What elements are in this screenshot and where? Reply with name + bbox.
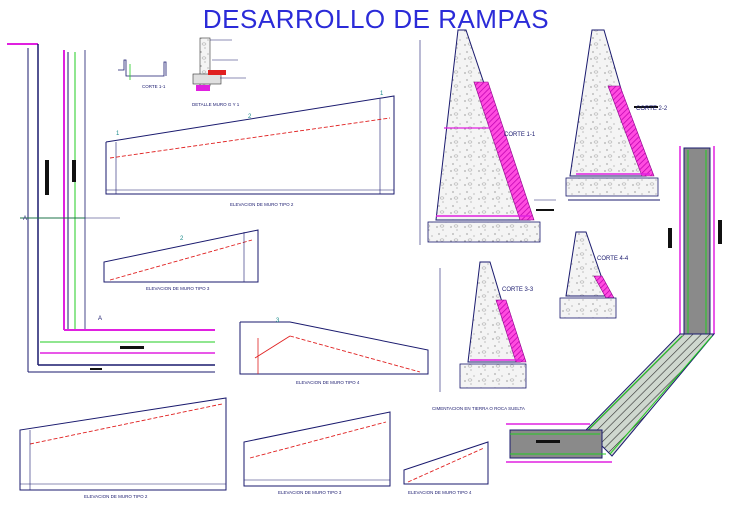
corte-4-4-section: CORTE 4-4 <box>559 231 629 319</box>
corte-1-1-section: CORTE 1-1 <box>419 29 556 245</box>
detail-label: DETALLE MURO G Y 1 <box>192 102 240 107</box>
elev-tipo-4-mid-label: ELEVACION DE MURO TIPO 4 <box>296 380 360 385</box>
elevation-tipo-3-bottom: ELEVACION DE MURO TIPO 3 <box>243 411 391 495</box>
elevation-tipo-2-bottom: ELEVACION DE MURO TIPO 2 <box>19 397 227 499</box>
cimentacion-label: CIMENTACION EN TIERRA O ROCA SUELTA <box>432 406 525 411</box>
svg-text:3: 3 <box>276 318 280 324</box>
svg-text:1: 1 <box>116 131 120 137</box>
elev-tipo-2-bottom-label: ELEVACION DE MURO TIPO 2 <box>84 494 148 499</box>
left-wall-plan: A A <box>7 43 215 373</box>
svg-text:1: 1 <box>380 91 384 97</box>
svg-text:2: 2 <box>248 114 252 120</box>
corte-4-4-label: CORTE 4-4 <box>597 256 629 262</box>
corte-3-3-label: CORTE 3-3 <box>502 287 534 293</box>
svg-text:A: A <box>98 316 102 322</box>
corte-1-1-label: CORTE 1-1 <box>504 132 536 138</box>
wall-detail: DETALLE MURO G Y 1 <box>192 37 246 107</box>
svg-text:A: A <box>23 216 27 222</box>
elev-tipo-4-bottom-label: ELEVACION DE MURO TIPO 4 <box>408 490 472 495</box>
elev-tipo-3-mid-label: ELEVACION DE MURO TIPO 3 <box>146 286 210 291</box>
small-corte-label: CORTE 1-1 <box>142 84 166 89</box>
elevation-tipo-2-top: 1 2 1 ELEVACION DE MURO TIPO 2 <box>105 91 395 207</box>
ramp-plan <box>506 146 722 463</box>
elevation-tipo-4-bottom: ELEVACION DE MURO TIPO 4 <box>403 441 489 495</box>
svg-text:2: 2 <box>180 236 184 242</box>
small-corte-detail: CORTE 1-1 <box>118 59 167 89</box>
elevation-tipo-4-mid: 3 ELEVACION DE MURO TIPO 4 <box>239 318 429 385</box>
elevation-tipo-3-mid: 2 ELEVACION DE MURO TIPO 3 <box>103 229 259 291</box>
elev-tipo-3-bottom-label: ELEVACION DE MURO TIPO 3 <box>278 490 342 495</box>
corte-2-2-section: CORTE 2-2 <box>565 29 668 201</box>
page-title: DESARROLLO DE RAMPAS <box>202 4 550 34</box>
elev-tipo-2-top-label: ELEVACION DE MURO TIPO 2 <box>230 202 294 207</box>
corte-3-3-section: CORTE 3-3 CIMENTACION EN TIERRA O ROCA S… <box>432 261 534 411</box>
corte-2-2-label: CORTE 2-2 <box>636 106 668 112</box>
